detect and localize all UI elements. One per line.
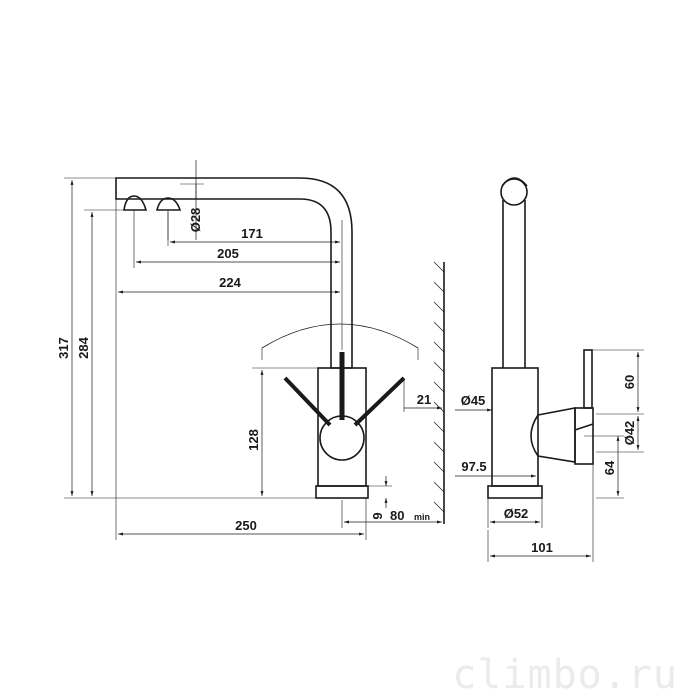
- spout-outline: [115, 177, 353, 369]
- dim-80: 80: [390, 508, 404, 523]
- dim-9: 9: [370, 512, 385, 519]
- dim-dia42: Ø42: [622, 421, 637, 446]
- dim-dia45: Ø45: [461, 393, 486, 408]
- side-body: [491, 367, 539, 487]
- dim-250: 250: [235, 518, 257, 533]
- dim-21: 21: [417, 392, 431, 407]
- dim-dia52: Ø52: [504, 506, 529, 521]
- dim-97-5: 97.5: [461, 459, 486, 474]
- faucet-base: [315, 485, 369, 499]
- front-view: 317 284 Ø28 171 205 224 128 21: [56, 160, 445, 540]
- dim-80-suffix: min: [414, 512, 430, 522]
- dim-284: 284: [76, 336, 91, 358]
- handle-swing-arc: [261, 323, 419, 349]
- lever-left: [283, 376, 332, 427]
- dim-dia28: Ø28: [188, 208, 203, 233]
- dim-64: 64: [602, 460, 617, 475]
- dim-171: 171: [241, 226, 263, 241]
- side-view: Ø45 97.5 Ø52 101 60 Ø42 64: [455, 177, 644, 562]
- aerator-front: [123, 195, 148, 211]
- dim-205: 205: [217, 246, 239, 261]
- dim-128: 128: [246, 429, 261, 451]
- side-lever: [583, 349, 593, 409]
- dim-317: 317: [56, 337, 71, 359]
- dim-101: 101: [531, 540, 553, 555]
- dim-224: 224: [219, 275, 241, 290]
- side-handle: [530, 407, 576, 463]
- spout-top-circle: [500, 178, 528, 206]
- dim-60: 60: [622, 375, 637, 389]
- watermark: climbo.ru: [452, 652, 678, 698]
- side-base: [487, 485, 543, 499]
- lever-right: [353, 376, 406, 427]
- wall-hatching: [433, 261, 445, 524]
- aerator-rear: [155, 197, 182, 211]
